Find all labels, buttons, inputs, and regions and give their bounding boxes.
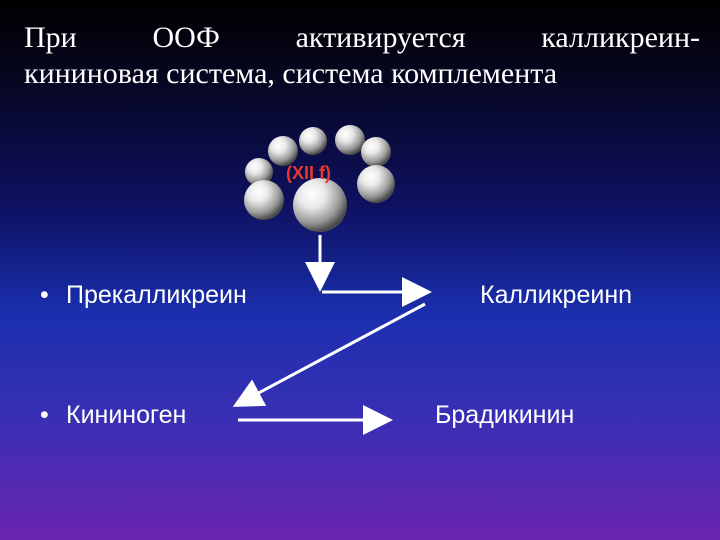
bullet-marker: •: [40, 281, 49, 309]
item-kallikrein: Калликреинn: [480, 281, 633, 309]
bullet-marker: •: [40, 401, 49, 429]
item-kininogen-label: Кининоген: [66, 401, 187, 429]
arrows: [232, 235, 432, 435]
item-prekallikrein-label: Прекалликреин: [66, 281, 247, 309]
item-bradykinin: Брадикинин: [435, 401, 575, 429]
title-line-1: При ООФ активируется калликреин-: [24, 21, 700, 54]
item-prekallikrein: • Прекалликреин: [40, 281, 247, 310]
arrow-kallikrein-to-kininogen: [232, 302, 426, 407]
factor-xii-label: (XII f): [286, 163, 331, 183]
title-line-2: кининовая система, система комплемента: [24, 57, 558, 90]
slide-title: При ООФ активируется калликреин- кининов…: [24, 20, 700, 92]
item-kininogen: • Кининоген: [40, 401, 186, 430]
factor-xii-molecule-icon: [244, 125, 395, 232]
